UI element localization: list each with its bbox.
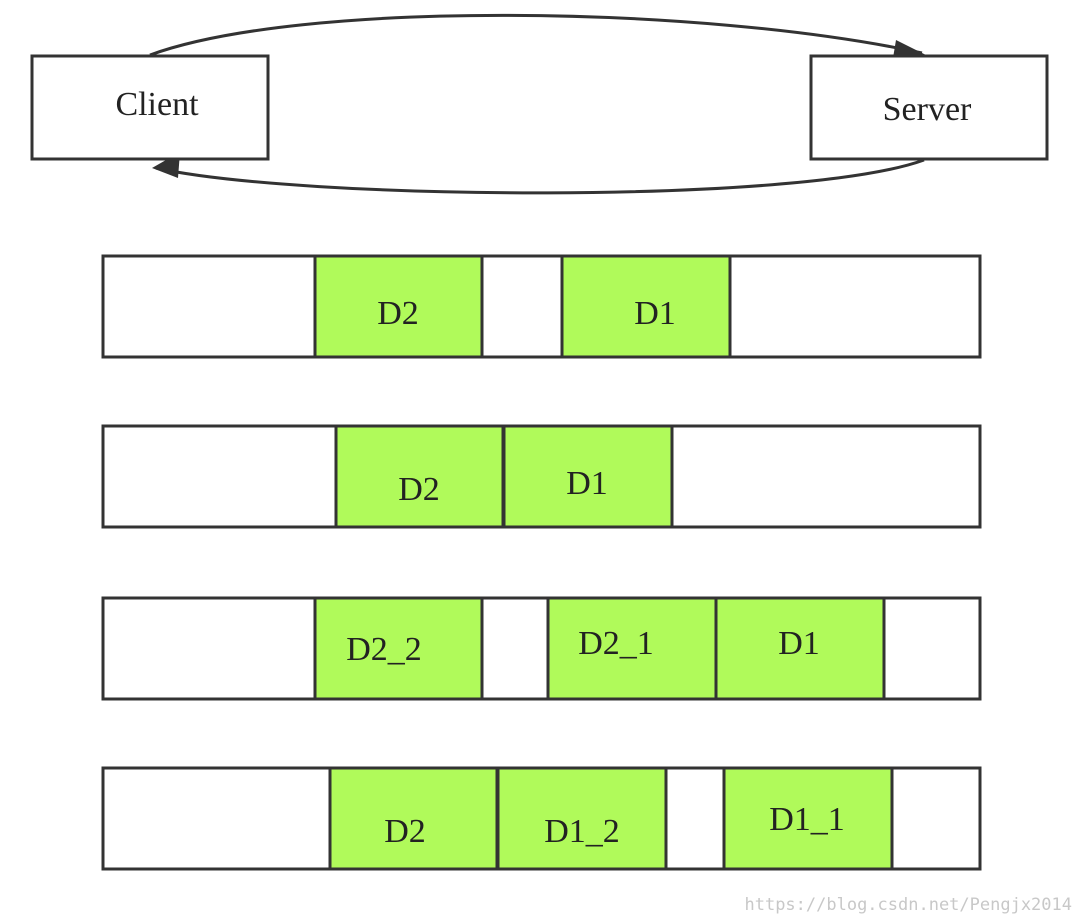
client-label: Client: [115, 86, 199, 123]
packet-segment: [722, 766, 894, 871]
client-to-server-arrowhead: [893, 40, 926, 58]
packet-segment: [313, 596, 484, 701]
buffer-row-3: D2_2 D2_1 D1: [101, 596, 982, 701]
buffer-row-1: D2 D1: [101, 254, 982, 359]
packet-label: D1: [634, 295, 676, 332]
packet-label: D1: [778, 625, 820, 662]
client-box: [30, 54, 270, 161]
packet-segment: [496, 766, 668, 871]
client-to-server-arrow: [149, 13, 923, 57]
packet-segment: [328, 766, 499, 871]
buffer-strip: [101, 254, 982, 359]
packet-label: D2: [384, 813, 426, 850]
packet-segment: [560, 254, 732, 359]
buffer-row-2: D2 D1: [101, 424, 982, 529]
packet-segment: [334, 424, 505, 529]
packet-label: D1_2: [544, 813, 620, 850]
server-box: [809, 54, 1049, 161]
client-node: Client: [30, 54, 270, 161]
server-to-client-arrow: [155, 158, 925, 195]
packet-segment: [714, 596, 886, 701]
packet-label: D1_1: [769, 801, 845, 838]
packet-label: D1: [566, 465, 608, 502]
packet-segment: [502, 424, 674, 529]
packet-label: D2_2: [346, 631, 422, 668]
server-label: Server: [883, 91, 972, 128]
buffer-row-4: D2 D1_2 D1_1: [101, 766, 982, 871]
packet-segment: [313, 254, 484, 359]
packet-label: D2_1: [578, 625, 654, 662]
watermark-text: https://blog.csdn.net/Pengjx2014: [744, 895, 1072, 915]
server-node: Server: [809, 54, 1049, 161]
packet-label: D2: [377, 295, 419, 332]
packet-label: D2: [398, 471, 440, 508]
